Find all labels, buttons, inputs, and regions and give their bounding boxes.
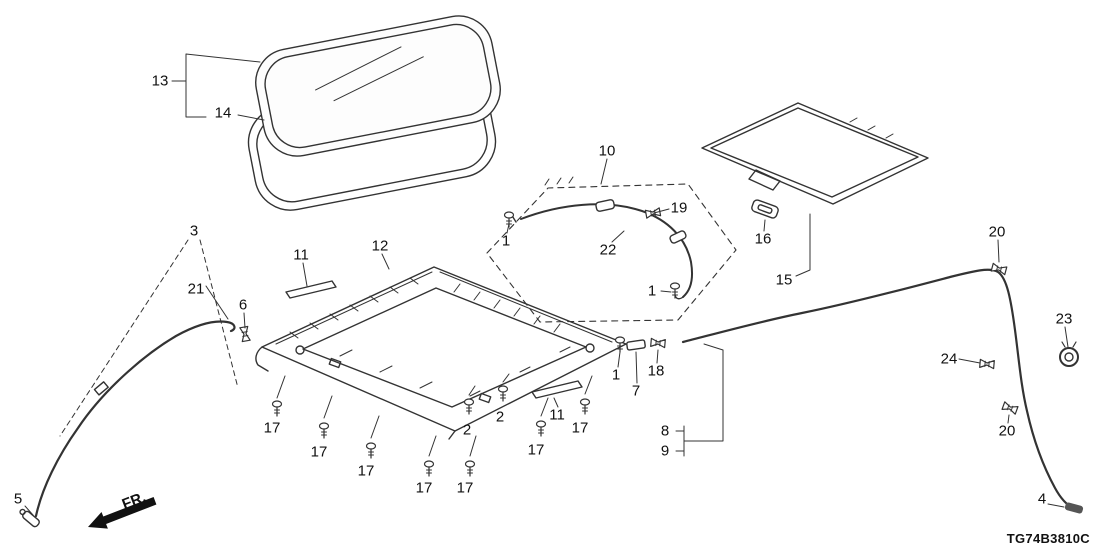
part-label-13-0: 13: [151, 72, 169, 90]
leader-lines-dashed: [59, 239, 239, 437]
fr-arrow: [88, 497, 157, 529]
hose-clamp: [1059, 341, 1079, 367]
deflector-hatch: [544, 176, 574, 186]
tube-joint: [626, 339, 646, 351]
part-label-3-13: 3: [189, 222, 199, 240]
deflector-assembly-outline: [486, 183, 737, 323]
part-label-20-9: 20: [988, 223, 1006, 241]
drain-tube-left: [34, 320, 236, 518]
part-label-15-8: 15: [775, 271, 793, 289]
drain-channel-rear: [531, 380, 583, 399]
part-label-10-2: 10: [598, 142, 616, 160]
drain-tube-right: [681, 268, 1075, 510]
part-label-5-18: 5: [13, 490, 23, 508]
part-label-17-22: 17: [415, 479, 433, 497]
part-label-2-26: 2: [462, 421, 472, 439]
part-label-18-31: 18: [647, 362, 665, 380]
drain-tube-end-rear: [1064, 502, 1084, 514]
part-label-17-23: 17: [456, 479, 474, 497]
part-label-20-12: 20: [998, 422, 1016, 440]
part-label-17-19: 17: [263, 419, 281, 437]
part-label-8-32: 8: [660, 422, 670, 440]
sunroof-frame: [255, 266, 627, 440]
part-label-19-3: 19: [670, 199, 688, 217]
part-label-22-4: 22: [599, 241, 617, 259]
part-label-1-29: 1: [611, 366, 621, 384]
sunshade-handle: [751, 199, 779, 219]
part-label-17-20: 17: [310, 443, 328, 461]
sunshade: [701, 102, 929, 205]
part-label-1-6: 1: [647, 282, 657, 300]
clips: [239, 207, 1019, 415]
part-label-11-16: 11: [293, 246, 309, 264]
part-label-17-25: 17: [571, 419, 589, 437]
drain-tube-end-front: [19, 508, 40, 528]
part-label-23-10: 23: [1055, 310, 1073, 328]
part-label-24-11: 24: [940, 350, 958, 368]
part-label-1-5: 1: [501, 232, 511, 250]
part-label-6-15: 6: [238, 296, 248, 314]
part-code: TG74B3810C: [1006, 531, 1090, 546]
part-label-17-24: 17: [527, 441, 545, 459]
part-label-17-21: 17: [357, 462, 375, 480]
glass-panel: [255, 15, 501, 157]
part-label-4-34: 4: [1037, 490, 1047, 508]
part-label-9-33: 9: [660, 442, 670, 460]
deflector-bar: [510, 199, 693, 300]
part-label-11-28: 11: [549, 406, 565, 424]
leader-lines: [24, 53, 1069, 516]
part-label-16-7: 16: [754, 230, 772, 248]
part-label-14-1: 14: [214, 104, 232, 122]
part-label-7-30: 7: [631, 382, 641, 400]
part-label-12-17: 12: [371, 237, 389, 255]
drain-channel-front: [285, 280, 337, 299]
part-label-21-14: 21: [187, 280, 205, 298]
part-label-2-27: 2: [495, 408, 505, 426]
